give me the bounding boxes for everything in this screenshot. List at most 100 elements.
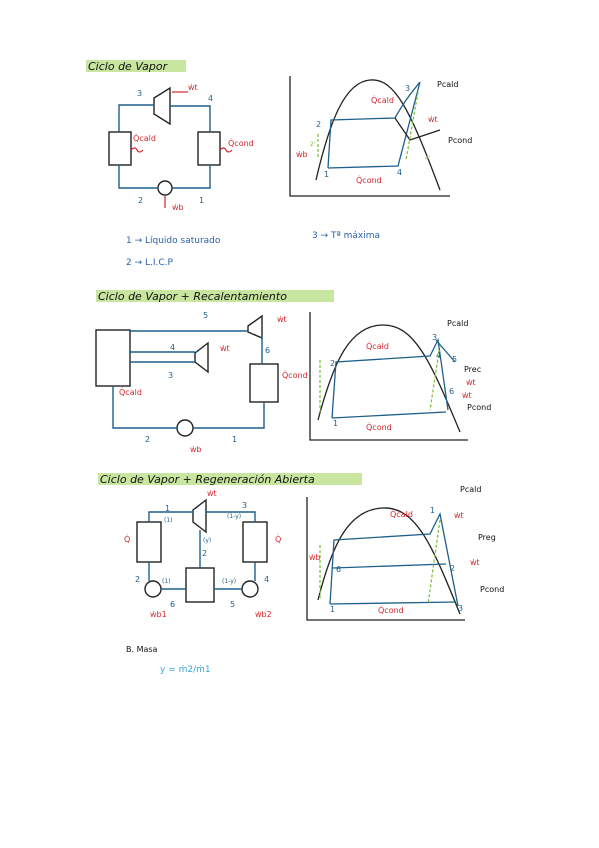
title-highlight-1 (86, 60, 186, 72)
s3-preg: Preg (478, 533, 496, 542)
ts3-4: 2 (450, 564, 455, 573)
s2-label-2: 2 (145, 435, 150, 444)
label-q-cond-1: Q̇cond (228, 138, 254, 148)
pump-3b (241, 580, 259, 598)
s3-m1y: (1-y) (227, 513, 241, 520)
s2-prec: Prec (464, 365, 481, 374)
turbine-3 (192, 498, 207, 534)
cycle-mid-3 (332, 563, 447, 569)
s3-wt: ẇt (207, 489, 217, 498)
s3-label-7: 2 (135, 575, 140, 584)
s2-label-wt: ẇt (277, 315, 287, 324)
label-1-s1: 1 (199, 196, 204, 205)
ts3-3: 1 (430, 506, 435, 515)
note-3-1: B. Masa (126, 645, 158, 654)
s3-wb1: ẇb1 (150, 610, 167, 619)
s3-m1: (1) (164, 517, 173, 524)
label-3-s1: 3 (137, 89, 142, 98)
schematic-3 (136, 498, 268, 603)
label-4-s1: 4 (208, 94, 213, 103)
green-dash-2 (429, 344, 441, 411)
cycle-bottom-3 (329, 601, 457, 605)
condenser-1 (197, 131, 221, 166)
ts-diagram-2 (309, 312, 468, 441)
s3-q-left: Q̇ (124, 534, 130, 544)
label-2-s1: 2 (138, 196, 143, 205)
pump-1 (157, 180, 173, 196)
pipe-2 (118, 165, 158, 189)
note-1-2: 2 → L.I.C.P (126, 258, 174, 268)
s3-label-6: 6 (170, 600, 175, 609)
green-dash-3 (427, 519, 441, 605)
turbine-hp-2 (247, 314, 263, 340)
s3-label-5: 5 (230, 600, 235, 609)
s3-my: (y) (203, 537, 211, 544)
ts-diagram-3 (306, 497, 465, 621)
boiler-2 (95, 329, 131, 387)
pipe-3-1 (148, 511, 193, 522)
s2-label-5: 5 (203, 311, 208, 320)
label-wb-1: ẇb (172, 203, 184, 212)
s3-rhs-wt2: ẇt (470, 558, 480, 567)
boiler-1 (108, 131, 132, 166)
s2-rhs-wt: ẇt (466, 378, 476, 387)
s2-label-4: 4 (170, 343, 175, 352)
section-title-2: Ciclo de Vapor + Recalentamiento (98, 290, 287, 303)
note-1-3: 3 → Tª máxima (312, 231, 380, 241)
note-1-1: 1 → Líquido saturado (126, 236, 221, 246)
condenser-3 (242, 521, 268, 563)
turbine-lp-2 (194, 341, 209, 374)
label-q-cald-1: Q̇cald (133, 133, 156, 143)
ts-axes-3 (306, 497, 465, 621)
cycle-3 (329, 512, 459, 607)
ts1-label-3: 3 (405, 84, 410, 93)
s3-pcond: Pcond (480, 585, 504, 594)
s3-rhs-qcald: Q̇cald (390, 509, 413, 519)
s3-wb2: ẇb2 (255, 610, 272, 619)
ts1-label-2: 2 (316, 120, 321, 129)
boiler-3 (136, 521, 162, 563)
pipe-4 (170, 105, 211, 132)
section-title-3: Ciclo de Vapor + Regeneración Abierta (100, 473, 315, 486)
cycle-bottom-2 (331, 411, 447, 419)
ts-diagram-1 (289, 76, 450, 197)
title-highlight-2 (96, 290, 334, 302)
s3-q-right: Q̇ (275, 534, 281, 544)
s2-label-6: 6 (265, 346, 270, 355)
section-3: Ciclo de Vapor + Regeneración Abierta 1 … (98, 473, 504, 675)
s2-label-3: 3 (168, 371, 173, 380)
s3-rhs-wt1: ẇt (454, 511, 464, 520)
pipe-1b (193, 402, 265, 429)
heat-in-1 (130, 147, 144, 153)
s2-label-qcond: Q̇cond (282, 370, 308, 380)
s2-rhs-qcald: Q̇cald (366, 341, 389, 351)
cycle-side-1 (327, 81, 421, 169)
label-rhs-wt-1: ẇt (428, 115, 438, 124)
label-rhs-qcond-1: Q̇cond (356, 175, 382, 185)
mixer-3 (185, 567, 215, 603)
s2-pcond: Pcond (467, 403, 491, 412)
label-pcald-1: Pcald (437, 80, 458, 89)
ts2-1: 1 (333, 419, 338, 428)
ts-axes-1 (289, 76, 450, 197)
pipe-3-3 (206, 511, 256, 522)
label-rhs-qcald-1: Q̇cald (371, 95, 394, 105)
ts3-1: 1 (330, 605, 335, 614)
ts2-4: 4 (436, 351, 441, 360)
s2-rhs-wt2: ẇt (462, 391, 472, 400)
note-3-2: y = ṁ2/ṁ1 (160, 665, 211, 675)
pump-2 (176, 419, 194, 437)
s3-label-4: 4 (264, 575, 269, 584)
s3-rhs-wb: ẇb (309, 553, 321, 562)
title-highlight-3 (98, 473, 362, 485)
ts1-label-2p: 2' (310, 141, 316, 148)
pipe-2b (112, 386, 177, 429)
green-dash-1 (405, 91, 419, 161)
ts1-label-4p: 4' (425, 155, 431, 162)
p-cald-line-1 (394, 117, 441, 141)
section-2: Ciclo de Vapor + Recalentamiento 5 6 4 3… (95, 290, 491, 454)
label-pcond-1: Pcond (448, 136, 472, 145)
ts-axes-2 (309, 312, 468, 441)
s3-label-2: 2 (202, 549, 207, 558)
